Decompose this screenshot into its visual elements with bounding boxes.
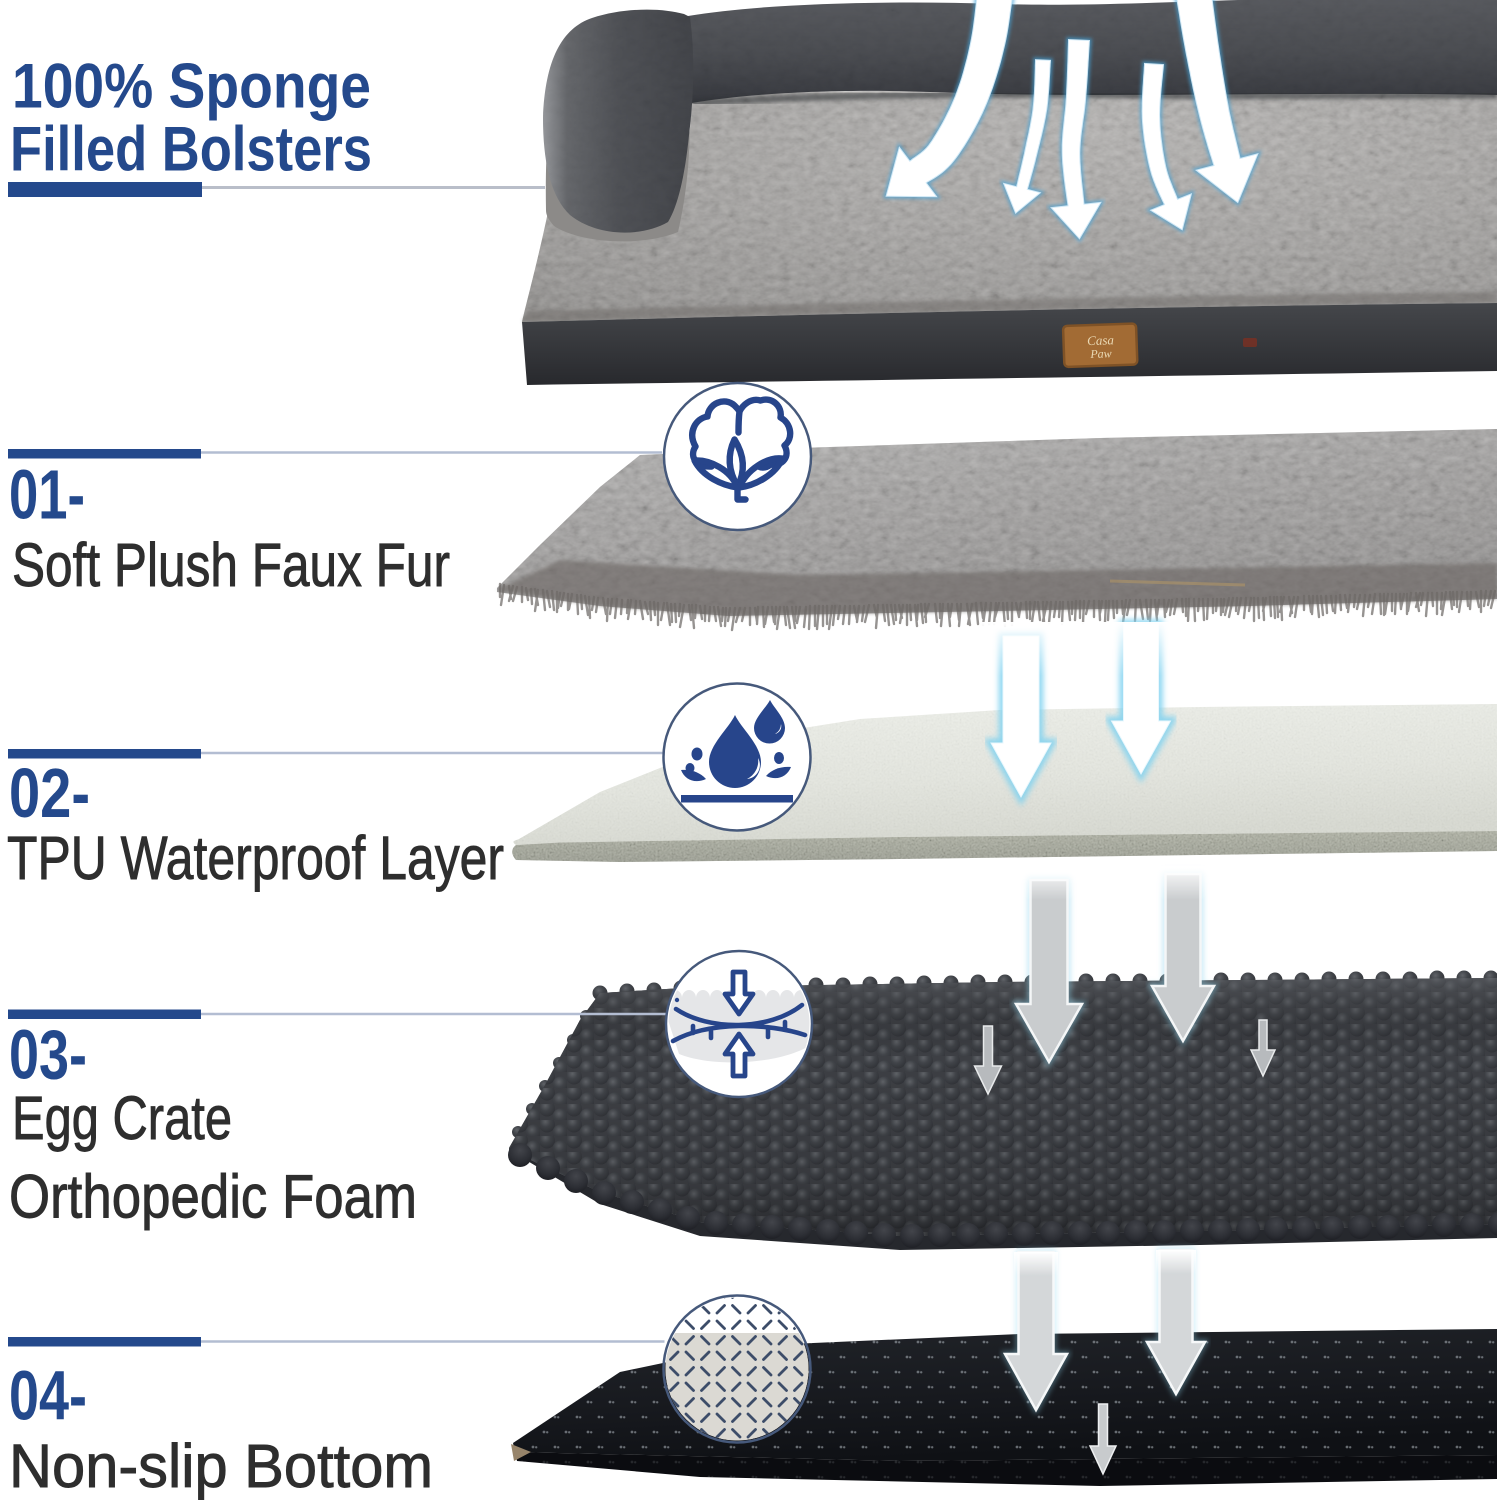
svg-text:Egg Crate: Egg Crate [12,1084,232,1152]
svg-text:Non-slip Bottom: Non-slip Bottom [9,1432,433,1500]
svg-text:TPU Waterproof Layer: TPU Waterproof Layer [7,824,504,892]
svg-text:Orthopedic Foam: Orthopedic Foam [9,1163,417,1231]
svg-text:100% Sponge: 100% Sponge [12,52,371,122]
svg-text:Soft Plush Faux Fur: Soft Plush Faux Fur [12,531,450,599]
svg-text:01-: 01- [9,456,85,534]
svg-text:Paw: Paw [1089,346,1112,361]
svg-text:04-: 04- [9,1356,87,1434]
svg-text:03-: 03- [9,1016,87,1094]
svg-text:Filled Bolsters: Filled Bolsters [10,115,372,185]
svg-text:02-: 02- [9,754,90,832]
